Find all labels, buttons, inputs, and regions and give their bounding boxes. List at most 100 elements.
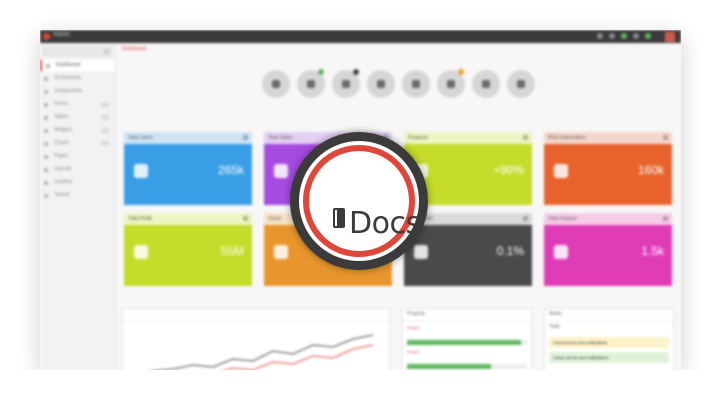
stat-tile[interactable]: Total Feature 1.5k xyxy=(544,213,672,286)
user-icon xyxy=(272,80,280,88)
calendar-icon xyxy=(342,80,350,88)
sidebar-item-icon xyxy=(44,77,48,81)
todo-title: Todo xyxy=(549,324,560,330)
sidebar-item-icon xyxy=(44,90,48,94)
line-chart xyxy=(157,334,374,370)
sidebar-item[interactable]: Components xyxy=(40,86,115,97)
app-title: Admin xyxy=(53,32,71,38)
shortcut-badge xyxy=(318,69,324,75)
card-icon xyxy=(447,80,455,88)
projects-title: Projects xyxy=(403,309,531,321)
topbar-icons xyxy=(597,33,651,39)
todo-item[interactable]: Checkout the new notifications xyxy=(549,337,669,348)
chart-panel-title xyxy=(123,309,389,321)
tile-title: RSS Subscribers xyxy=(544,132,672,144)
tile-value: 160k xyxy=(637,163,664,177)
shortcut-button[interactable] xyxy=(332,69,360,98)
bell-icon[interactable] xyxy=(609,33,615,39)
status-icon[interactable] xyxy=(621,33,627,39)
shortcut-bar xyxy=(262,69,535,98)
shortcut-button[interactable] xyxy=(262,70,290,98)
tile-close-icon[interactable] xyxy=(663,135,668,140)
docs-lens-core: Docs xyxy=(309,151,421,251)
avatar[interactable] xyxy=(665,32,675,42)
shortcut-button[interactable] xyxy=(437,69,465,98)
tile-close-icon[interactable] xyxy=(243,216,248,221)
project-label: Project xyxy=(407,349,420,354)
tile-close-icon[interactable] xyxy=(523,135,528,140)
tile-body: 1.5k xyxy=(544,225,672,286)
sidebar-item[interactable]: Forms xyxy=(40,99,115,110)
grid-icon[interactable] xyxy=(597,33,603,39)
alerts-title: Alerts xyxy=(545,309,673,321)
sidebar-item[interactable]: Layouts xyxy=(40,164,115,175)
tile-value: +90% xyxy=(492,163,524,177)
stat-tile[interactable]: Conversion0.1% xyxy=(404,213,532,286)
sidebar-item-label: UI Elements xyxy=(54,75,82,81)
shortcut-button[interactable] xyxy=(297,69,325,98)
inbox-icon xyxy=(377,80,385,88)
tile-value: 1.5k xyxy=(641,244,664,258)
tile-value: 55M xyxy=(220,244,244,258)
sidebar-item-label: Charts xyxy=(54,140,69,146)
user-icon[interactable] xyxy=(645,33,651,39)
sidebar-item[interactable]: Theme xyxy=(40,190,115,201)
sidebar-item[interactable]: Tables xyxy=(40,112,115,123)
link-icon xyxy=(412,80,420,88)
sidebar-item[interactable]: UI Elements xyxy=(40,73,115,84)
tile-title: Products xyxy=(404,132,532,144)
bottom-fade xyxy=(0,370,720,400)
sidebar-item-icon xyxy=(46,64,50,68)
shortcut-button[interactable] xyxy=(507,70,535,98)
breadcrumb[interactable]: Dashboard xyxy=(122,46,147,52)
docs-lens[interactable]: Docs xyxy=(290,132,428,270)
sidebar-item[interactable]: Dashboard xyxy=(40,60,115,71)
shortcut-badge xyxy=(353,69,359,75)
cloud-icon xyxy=(274,245,288,259)
tile-close-icon[interactable] xyxy=(663,216,668,221)
chat-icon xyxy=(307,80,315,88)
tile-title: Total Feature xyxy=(544,213,672,225)
shortcut-button[interactable] xyxy=(472,70,500,98)
sidebar-item-label: Dashboard xyxy=(56,62,81,68)
sidebar-item-label: Pages xyxy=(54,153,69,159)
series-red xyxy=(224,344,374,370)
wrench-icon xyxy=(554,245,568,259)
tile-body: 265k xyxy=(124,144,252,205)
sidebar-item-label: Components xyxy=(54,88,83,94)
sidebar-item-badge xyxy=(101,141,109,146)
sidebar-item-badge xyxy=(101,115,109,120)
sidebar-item[interactable]: Landing xyxy=(40,177,115,188)
sidebar-item[interactable]: Widgets xyxy=(40,125,115,136)
shortcut-button[interactable] xyxy=(402,70,430,98)
project-progress xyxy=(407,340,527,345)
sidebar-search[interactable] xyxy=(43,47,112,56)
sidebar-item[interactable]: Pages xyxy=(40,151,115,162)
tile-close-icon[interactable] xyxy=(523,216,528,221)
sidebar-item-icon xyxy=(44,155,48,159)
users-icon xyxy=(134,164,148,178)
todo-item[interactable]: Check out the new notifications xyxy=(549,352,669,363)
project-progress xyxy=(407,364,527,369)
sidebar-item-label: Widgets xyxy=(54,127,73,133)
search-icon xyxy=(104,49,109,54)
projects-panel: Projects Project Project xyxy=(402,308,532,370)
tile-close-icon[interactable] xyxy=(243,135,248,140)
mail-icon[interactable] xyxy=(633,33,639,39)
sidebar-item-label: Forms xyxy=(54,101,69,107)
logo-icon[interactable] xyxy=(43,33,50,40)
sidebar-item-icon xyxy=(44,181,48,185)
stat-tile[interactable]: RSS Subscribers 160k xyxy=(544,132,672,205)
copy-icon xyxy=(482,80,490,88)
shortcut-button[interactable] xyxy=(367,70,395,98)
sidebar-item[interactable]: Charts xyxy=(40,138,115,149)
tile-value: 0.1% xyxy=(496,244,524,258)
docs-lens-ring: Docs xyxy=(299,141,421,261)
sidebar-item-icon xyxy=(44,129,48,133)
